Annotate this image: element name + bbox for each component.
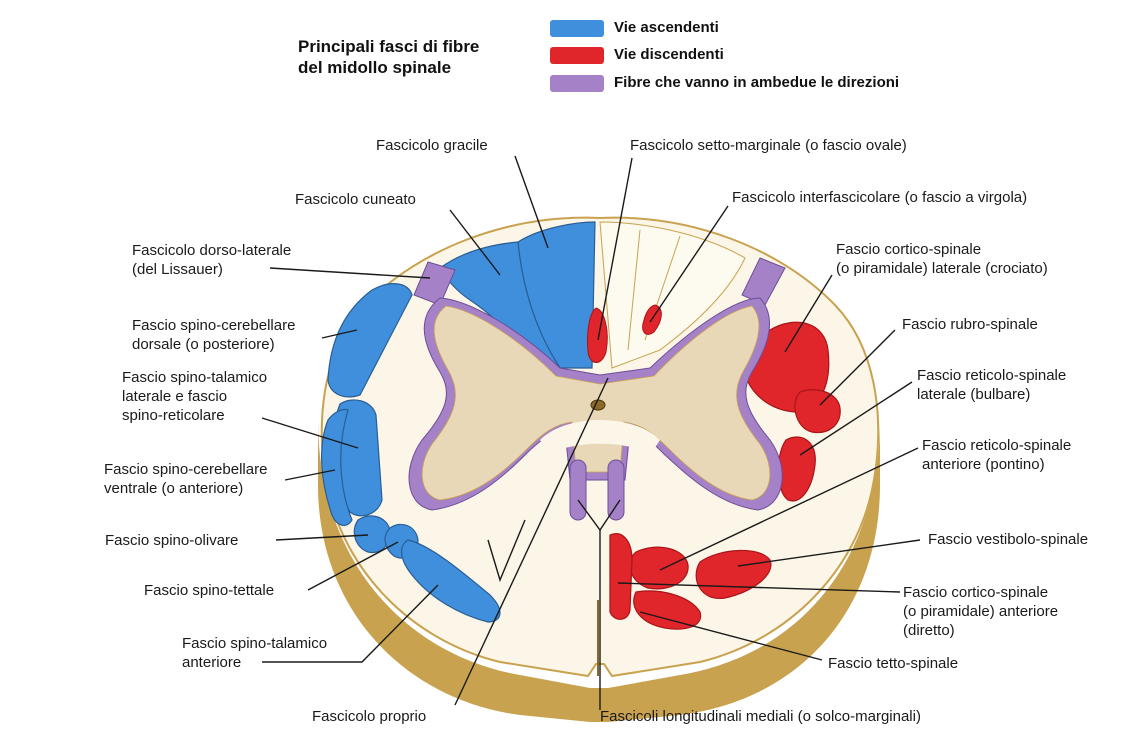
label-fascicolo-cuneato: Fascicolo cuneato bbox=[295, 190, 416, 209]
rubro-spinale-region bbox=[795, 390, 840, 433]
label-vestibolo-spinale: Fascio vestibolo-spinale bbox=[928, 530, 1088, 549]
label-rubro-spinale: Fascio rubro-spinale bbox=[902, 315, 1038, 334]
label-spino-talamico-laterale: Fascio spino-talamico laterale e fascio … bbox=[122, 368, 267, 425]
legend-swatch-blue bbox=[550, 20, 604, 37]
label-spino-cerebellare-ventrale: Fascio spino-cerebellare ventrale (o ant… bbox=[104, 460, 267, 498]
label-reticolo-spinale-anteriore: Fascio reticolo-spinale anteriore (ponti… bbox=[922, 436, 1071, 474]
label-tetto-spinale: Fascio tetto-spinale bbox=[828, 654, 958, 673]
label-longitudinali-mediali: Fascicoli longitudinali mediali (o solco… bbox=[600, 707, 921, 726]
legend-swatch-red bbox=[550, 47, 604, 64]
label-cortico-spinale-anteriore: Fascio cortico-spinale (o piramidale) an… bbox=[903, 583, 1058, 640]
label-spino-tettale: Fascio spino-tettale bbox=[144, 581, 274, 600]
label-fascicolo-gracile: Fascicolo gracile bbox=[376, 136, 488, 155]
label-setto-marginale: Fascicolo setto-marginale (o fascio oval… bbox=[630, 136, 907, 155]
diagram-title: Principali fasci di fibre del midollo sp… bbox=[298, 36, 479, 78]
longitudinali-mediali-right bbox=[608, 460, 624, 520]
label-cortico-spinale-laterale: Fascio cortico-spinale (o piramidale) la… bbox=[836, 240, 1048, 278]
label-fascicolo-proprio: Fascicolo proprio bbox=[312, 707, 426, 726]
spino-olivare-region bbox=[354, 516, 390, 553]
legend-swatch-purple bbox=[550, 75, 604, 92]
cortico-spinale-anteriore-region bbox=[610, 534, 632, 620]
legend-label: Vie discendenti bbox=[614, 45, 724, 65]
title-line-2: del midollo spinale bbox=[298, 57, 479, 78]
label-spino-talamico-anteriore: Fascio spino-talamico anteriore bbox=[182, 634, 327, 672]
legend-label: Fibre che vanno in ambedue le direzioni bbox=[614, 73, 899, 93]
label-interfascicolare: Fascicolo interfascicolare (o fascio a v… bbox=[732, 188, 1027, 207]
label-spino-olivare: Fascio spino-olivare bbox=[105, 531, 238, 550]
title-line-1: Principali fasci di fibre bbox=[298, 36, 479, 57]
label-reticolo-spinale-laterale: Fascio reticolo-spinale laterale (bulbar… bbox=[917, 366, 1066, 404]
reticolo-spinale-anteriore-region bbox=[630, 547, 688, 589]
label-spino-cerebellare-dorsale: Fascio spino-cerebellare dorsale (o post… bbox=[132, 316, 295, 354]
longitudinali-mediali-left bbox=[570, 460, 586, 520]
legend-label: Vie ascendenti bbox=[614, 18, 719, 38]
label-fascicolo-dorso-laterale: Fascicolo dorso-laterale (del Lissauer) bbox=[132, 241, 291, 279]
